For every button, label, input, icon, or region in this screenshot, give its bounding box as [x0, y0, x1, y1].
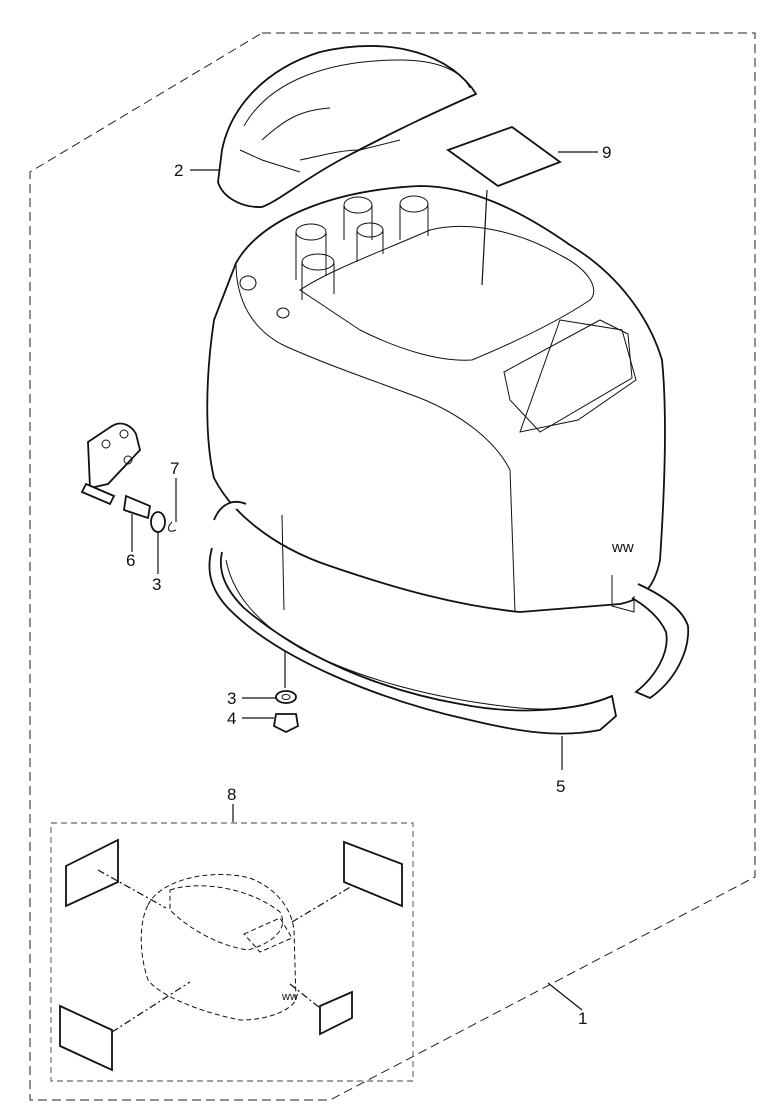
top-cover — [217, 45, 478, 208]
callout-5: 5 — [556, 777, 565, 796]
callout-6: 6 — [126, 551, 135, 570]
leader-1 — [547, 982, 583, 1011]
callout-9: 9 — [602, 143, 611, 162]
cowl-logo-mark: ww — [611, 539, 634, 556]
decal-bottom-right — [319, 990, 353, 1036]
callout-2: 2 — [174, 161, 183, 180]
decal-top-left — [65, 838, 119, 908]
assembly-boundary — [29, 32, 756, 1101]
callout-3-bracket: 3 — [152, 575, 161, 594]
label-sheet — [446, 125, 562, 188]
leader-9-cowl — [481, 189, 488, 286]
decal-kit-inset: ww — [50, 822, 414, 1082]
decal-top-right — [343, 840, 403, 908]
kit-inset-frame — [50, 822, 414, 1082]
callout-8: 8 — [227, 785, 236, 804]
callout-7: 7 — [170, 459, 179, 478]
callout-4: 4 — [227, 709, 236, 728]
callout-3-washer: 3 — [227, 689, 236, 708]
callout-1: 1 — [578, 1009, 587, 1028]
inset-logo-mark: ww — [281, 991, 298, 1003]
washer-and-nut — [273, 690, 299, 734]
bottom-seal — [208, 500, 690, 735]
bracket-assembly — [80, 422, 177, 533]
main-cowl: ww — [206, 185, 666, 613]
decal-bottom-left — [59, 1004, 113, 1072]
